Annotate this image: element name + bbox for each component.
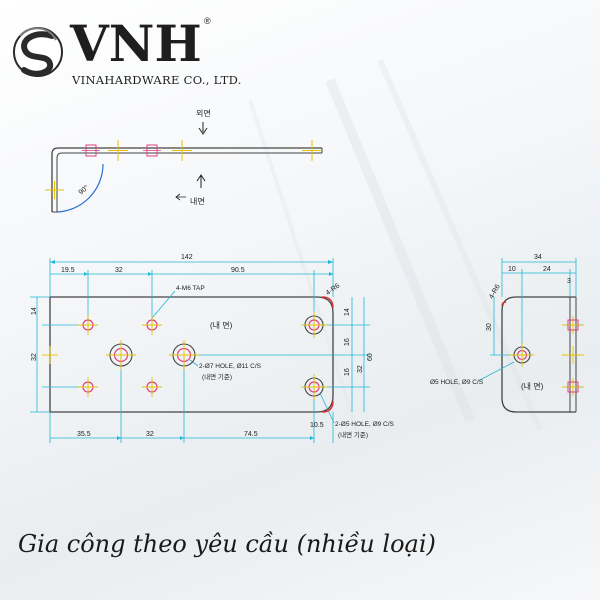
dim-35-5: 35.5 [77,431,91,438]
end-face-label: (내 면) [521,381,544,391]
end-dim-10: 10 [508,266,516,273]
end-hole-note: Ø5 HOLE, Ø9 C/S [430,379,484,386]
dimension-arrowheads [50,260,333,440]
caption-text: Gia công theo yêu cầu (nhiều loại) [18,530,436,558]
side-hole-markers [45,140,322,199]
dim-90-5: 90.5 [231,267,245,274]
brand-name: VNH [69,14,202,73]
dim-60: 60 [367,353,374,361]
dim-16-b: 16 [344,368,351,376]
dim-74-5: 74.5 [244,431,258,438]
hole-note-2: 2-Ø5 HOLE, Ø9 C/S [335,421,395,428]
dim-10-5: 10.5 [310,422,324,429]
swirl-s-logo-icon [13,27,63,77]
end-plate-outline [501,296,576,413]
bent-plate-inner [56,152,322,212]
outer-face-label: 외면 [196,108,211,118]
company-name: VINAHARDWARE CO., LTD. [71,73,242,87]
bent-plate-outer [51,147,322,212]
dim-19-5: 19.5 [61,267,75,274]
end-radius-label: 4-R6 [488,283,502,300]
tap-hole [78,315,98,335]
main-plate-outline [49,296,334,413]
end-dim-34: 34 [534,254,542,261]
tap-hole [78,377,98,397]
hole-note-2-sub: (내면 기준) [338,430,368,439]
tap-note: 4-M6 TAP [176,285,205,292]
end-dim-30: 30 [486,323,493,331]
end-holes [510,316,584,396]
registered-mark: ® [204,16,211,26]
main-holes [42,312,327,400]
dim-32-top: 32 [115,267,123,274]
end-dim-3: 3 [567,278,571,285]
dim-total: 142 [181,254,193,261]
outer-face-arrow-icon [198,122,208,135]
dim-16-a: 16 [344,338,351,346]
tap-hole [142,315,162,335]
dim-32-right: 32 [357,365,364,373]
countersunk-hole [301,374,327,400]
background-streaks [248,58,543,441]
countersunk-hole [169,340,199,370]
countersunk-hole [301,312,327,338]
countersunk-hole [106,340,136,370]
dim-14-right: 14 [344,308,351,316]
dim-32-left: 32 [31,353,38,361]
inner-face-arrow-icon [196,174,206,188]
end-dim-24: 24 [543,266,551,273]
dim-32-bottom: 32 [146,431,154,438]
hole-note-1: 2-Ø7 HOLE, Ø11 C/S [199,363,262,370]
end-dimension-lines [479,258,577,381]
tap-hole [142,377,162,397]
angle-label: 90° [77,183,90,196]
main-view: 142 19.5 32 90.5 14 32 35.5 32 74.5 10.5… [30,254,395,443]
angle-arc [56,163,104,213]
brand-logo: VNH ® VINAHARDWARE CO., LTD. [13,14,242,87]
dim-14-left: 14 [31,307,38,315]
inner-face-label: 내면 [190,196,205,206]
hole-note-1-sub: (내면 기준) [202,372,232,381]
inner-face-label: (내 면) [210,320,233,330]
